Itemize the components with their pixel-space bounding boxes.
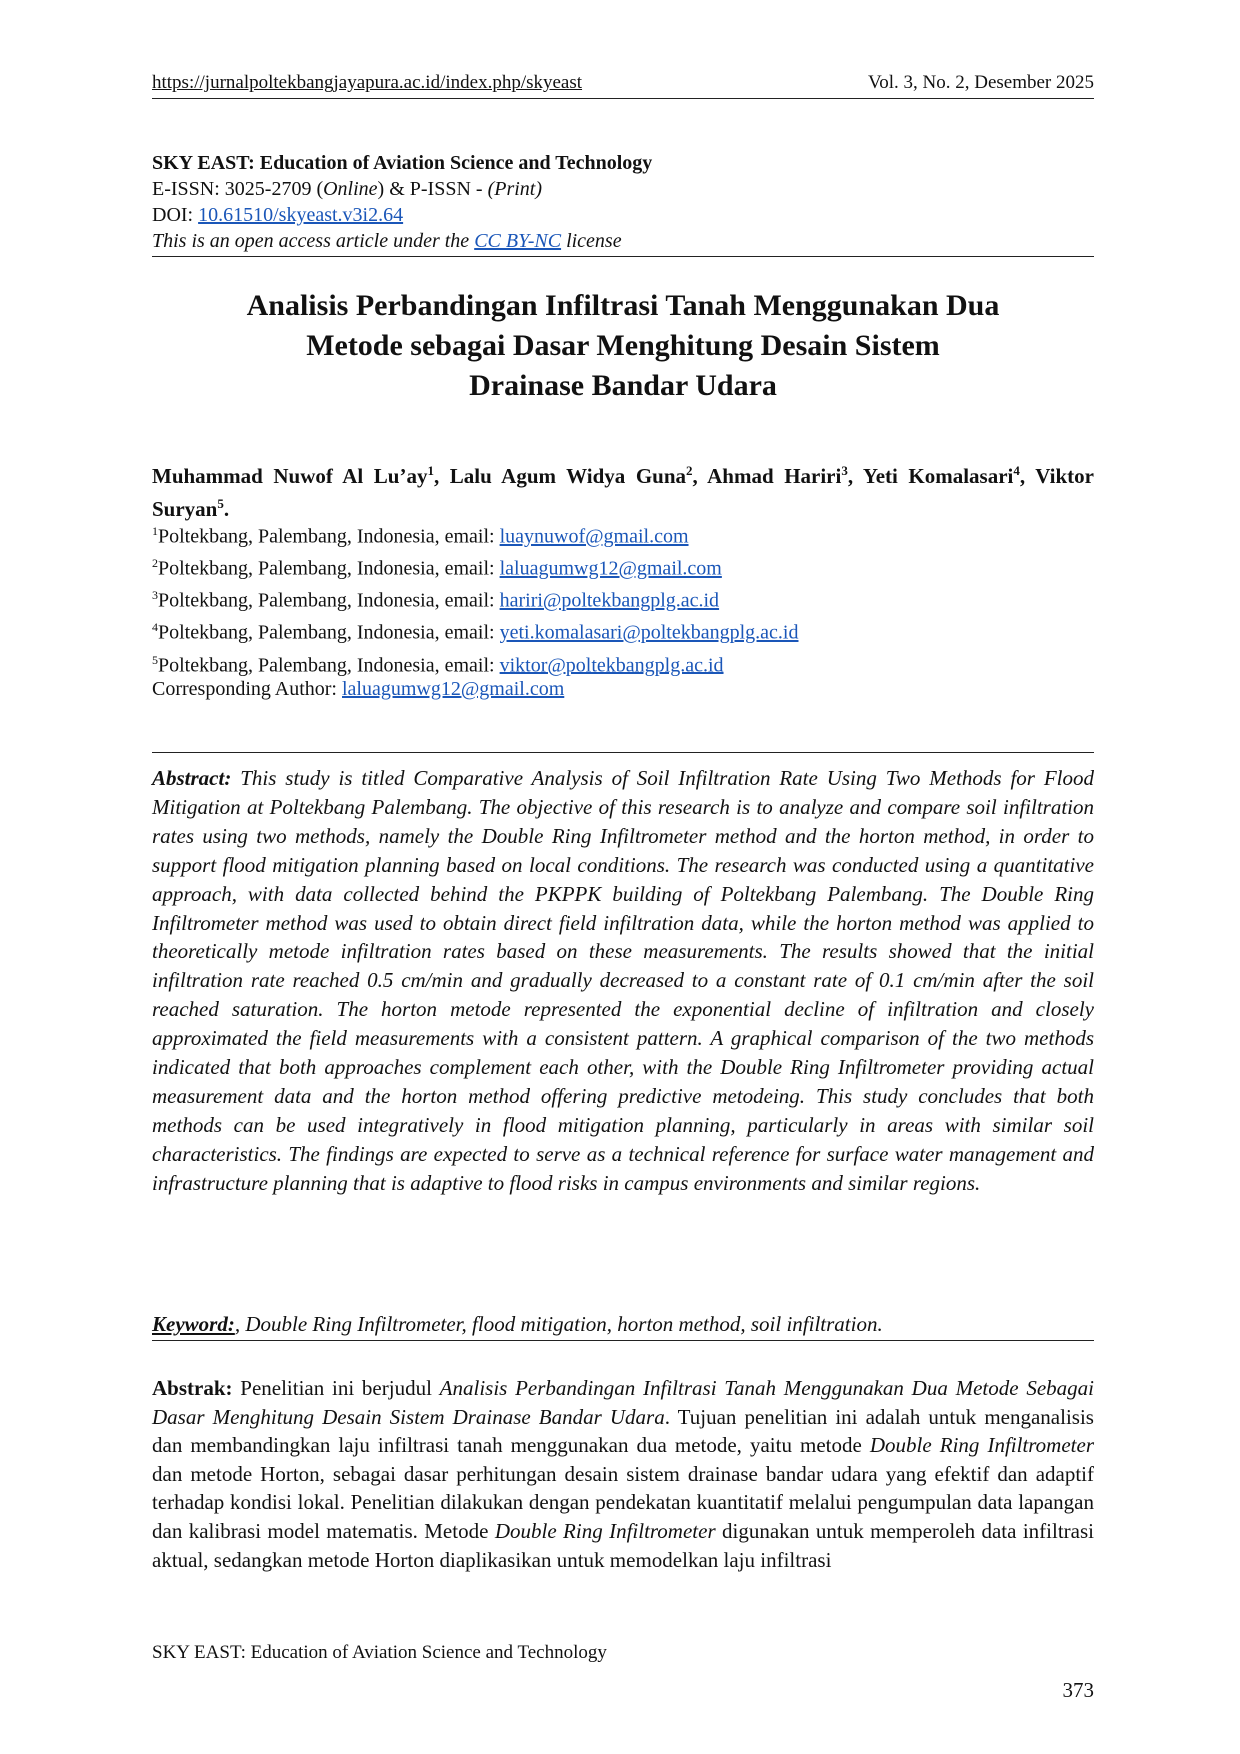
doi-link[interactable]: 10.61510/skyeast.v3i2.64 bbox=[198, 204, 404, 226]
journal-rule bbox=[152, 256, 1094, 257]
email-link[interactable]: yeti.komalasari@poltekbangplg.ac.id bbox=[499, 622, 799, 645]
affiliation-item: 5Poltekbang, Palembang, Indonesia, email… bbox=[152, 652, 724, 677]
email-link[interactable]: laluagumwg12@gmail.com bbox=[499, 557, 722, 580]
affiliation-list: 1Poltekbang, Palembang, Indonesia, email… bbox=[152, 518, 798, 679]
email-link[interactable]: luaynuwof@gmail.com bbox=[499, 525, 689, 548]
keywords: Keyword:, Double Ring Infiltrometer, flo… bbox=[152, 1312, 883, 1337]
abstrak: Abstrak: Penelitian ini berjudul Analisi… bbox=[152, 1376, 1094, 1572]
corresponding-author: Corresponding Author: laluagumwg12@gmail… bbox=[152, 678, 565, 700]
volume-info: Vol. 3, No. 2, Desember 2025 bbox=[867, 72, 1094, 93]
author: Muhammad Nuwof Al Lu’ay bbox=[152, 464, 428, 488]
journal-url-link[interactable]: https://jurnalpoltekbangjayapura.ac.id/i… bbox=[152, 72, 583, 93]
license-line: This is an open access article under the… bbox=[152, 230, 622, 252]
affiliation-item: 3Poltekbang, Palembang, Indonesia, email… bbox=[152, 588, 720, 612]
corresponding-email-link[interactable]: laluagumwg12@gmail.com bbox=[342, 678, 565, 700]
paper-title: Analisis Perbandingan Infiltrasi Tanah M… bbox=[246, 289, 1000, 402]
author: Ahmad Hariri bbox=[707, 464, 842, 488]
abstract-label: Abstract: bbox=[152, 766, 232, 790]
author: Yeti Komalasari bbox=[862, 464, 1014, 488]
keyword-rule bbox=[152, 1340, 1094, 1341]
abstrak-label: Abstrak: bbox=[152, 1376, 233, 1400]
abstract-top-rule bbox=[152, 752, 1094, 753]
author: Lalu Agum Widya Guna bbox=[449, 464, 687, 488]
author-list: Muhammad Nuwof Al Lu’ay1, Lalu Agum Widy… bbox=[152, 463, 1094, 521]
keyword-label: Keyword: bbox=[152, 1312, 235, 1336]
journal-info: SKY EAST: Education of Aviation Science … bbox=[152, 150, 652, 254]
footer-journal: SKY EAST: Education of Aviation Science … bbox=[152, 1642, 607, 1663]
email-link[interactable]: viktor@poltekbangplg.ac.id bbox=[499, 654, 724, 677]
affiliation-item: 4Poltekbang, Palembang, Indonesia, email… bbox=[152, 620, 799, 645]
header-rule bbox=[152, 98, 1094, 99]
author: Viktor Suryan bbox=[152, 464, 1094, 521]
abstract: Abstract: This study is titled Comparati… bbox=[152, 764, 1094, 1198]
page-number: 373 bbox=[1062, 1678, 1095, 1702]
abstract-text: This study is titled Comparative Analysi… bbox=[152, 766, 1094, 1195]
issn-line: E-ISSN: 3025-2709 (Online) & P-ISSN - (P… bbox=[152, 178, 542, 200]
journal-name: SKY EAST: Education of Aviation Science … bbox=[152, 152, 653, 174]
affiliation-item: 2Poltekbang, Palembang, Indonesia, email… bbox=[152, 556, 722, 580]
keyword-text: , Double Ring Infiltrometer, flood mitig… bbox=[234, 1312, 883, 1336]
email-link[interactable]: hariri@poltekbangplg.ac.id bbox=[499, 589, 720, 612]
license-link[interactable]: CC BY-NC bbox=[474, 230, 562, 252]
doi-line: DOI: 10.61510/skyeast.v3i2.64 bbox=[152, 204, 404, 226]
affiliation-item: 1Poltekbang, Palembang, Indonesia, email… bbox=[152, 524, 689, 548]
